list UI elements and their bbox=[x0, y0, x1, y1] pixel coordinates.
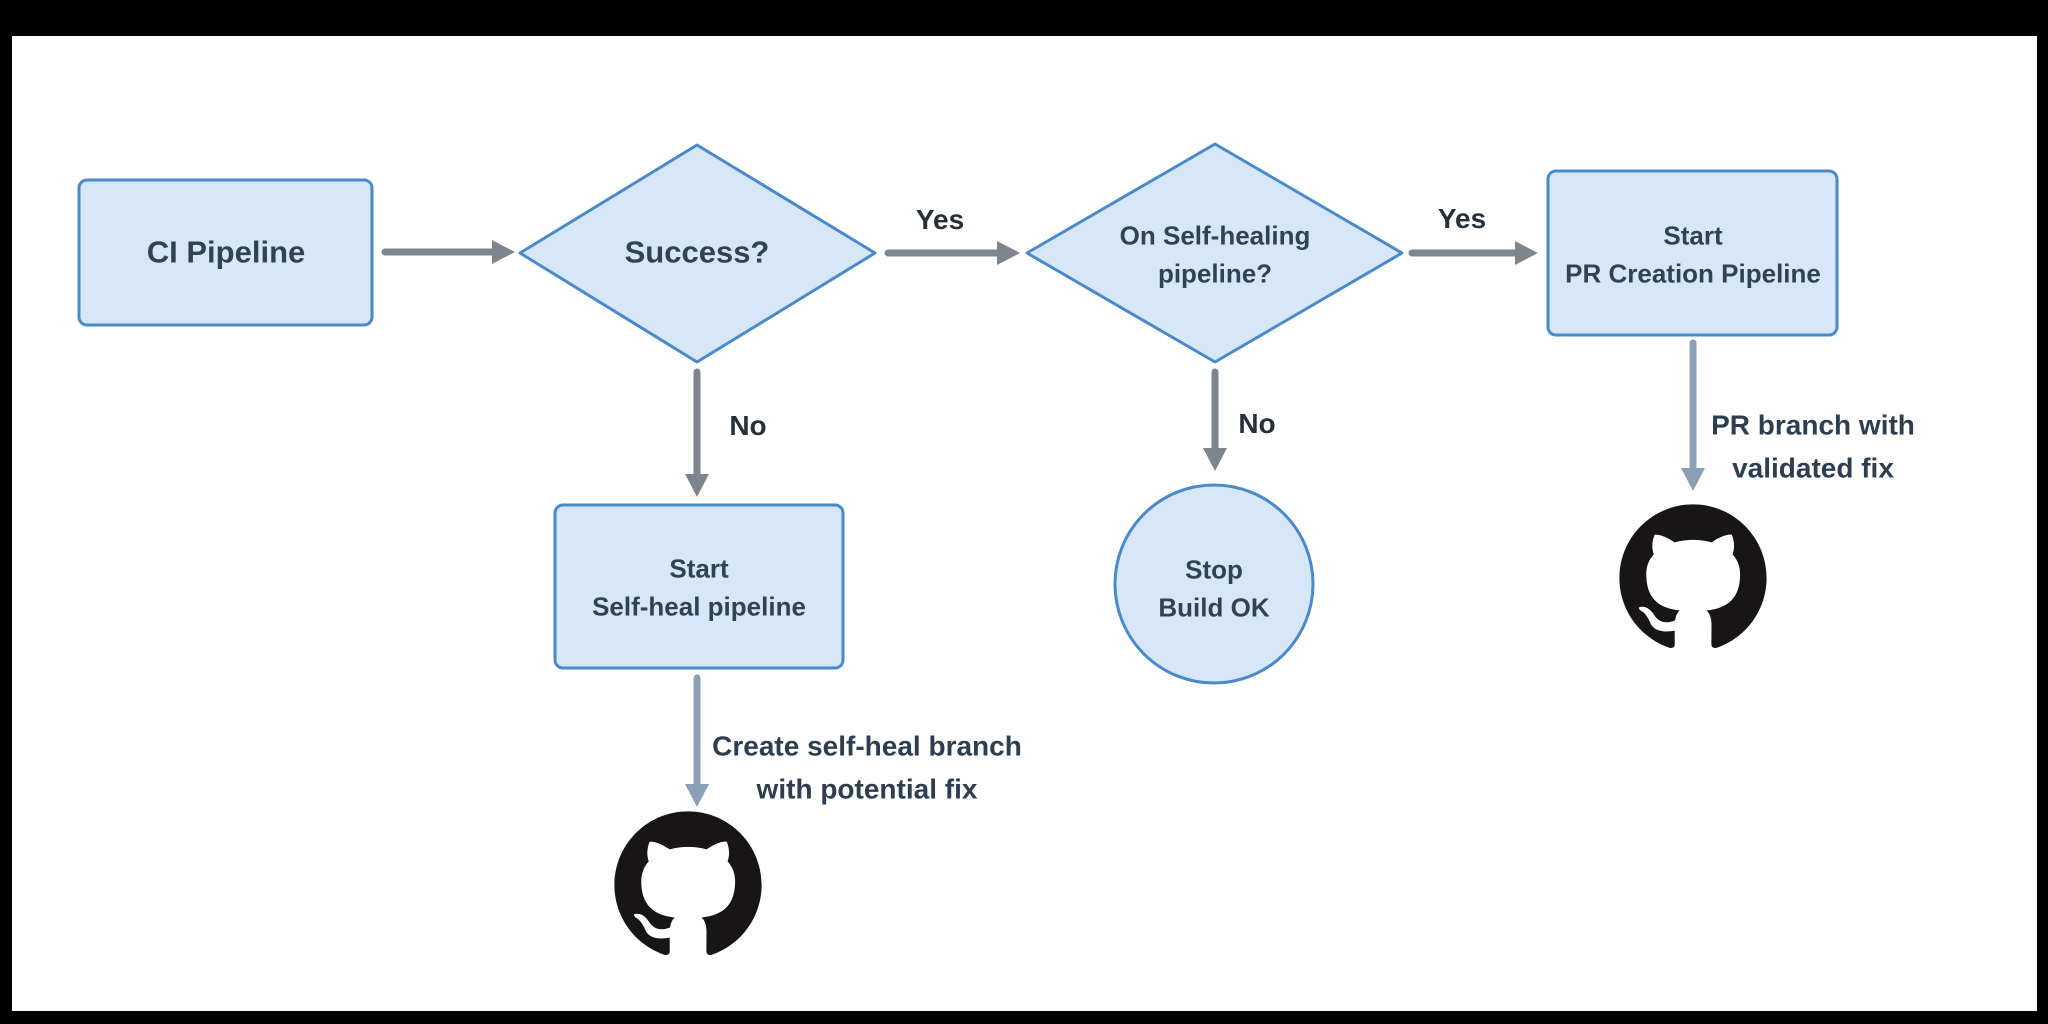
start-pr-creation-box bbox=[1546, 169, 1839, 337]
edge-label-self-healing-yes: Yes bbox=[1437, 203, 1487, 234]
arrow-self-healing-no bbox=[1203, 368, 1227, 471]
ci-pipeline-label: CI Pipeline bbox=[146, 234, 306, 270]
on-self-healing-label: On Self-healing pipeline? bbox=[1119, 220, 1311, 288]
arrow-self-heal-to-github bbox=[685, 674, 709, 807]
edge-label-success-no: No bbox=[729, 410, 767, 441]
arrow-success-yes bbox=[884, 241, 1020, 265]
annotation-self-heal-branch: Create self-heal branch with potential f… bbox=[712, 730, 1022, 805]
arrow-ci-to-success bbox=[381, 240, 515, 264]
ci-pipeline-box bbox=[77, 178, 374, 327]
annotation-pr-branch: PR branch with validated fix bbox=[1711, 409, 1915, 484]
start-self-heal-label: Start Self-heal pipeline bbox=[592, 553, 806, 621]
edge-label-self-healing-no: No bbox=[1238, 408, 1276, 439]
stop-build-ok-circle bbox=[1113, 483, 1315, 685]
success-diamond bbox=[518, 143, 877, 364]
start-pr-creation-label: Start PR Creation Pipeline bbox=[1565, 220, 1821, 288]
on-self-healing-diamond bbox=[1025, 142, 1404, 364]
github-icon bbox=[614, 811, 762, 955]
success-label: Success? bbox=[624, 234, 770, 270]
start-self-heal-box bbox=[553, 503, 845, 670]
arrow-pr-to-github bbox=[1681, 339, 1705, 491]
stop-build-ok-label: Stop Build OK bbox=[1158, 554, 1270, 622]
edge-label-success-yes: Yes bbox=[915, 204, 965, 235]
github-icon bbox=[1619, 504, 1767, 648]
arrow-self-healing-yes bbox=[1408, 241, 1538, 265]
arrow-success-no bbox=[685, 368, 709, 497]
